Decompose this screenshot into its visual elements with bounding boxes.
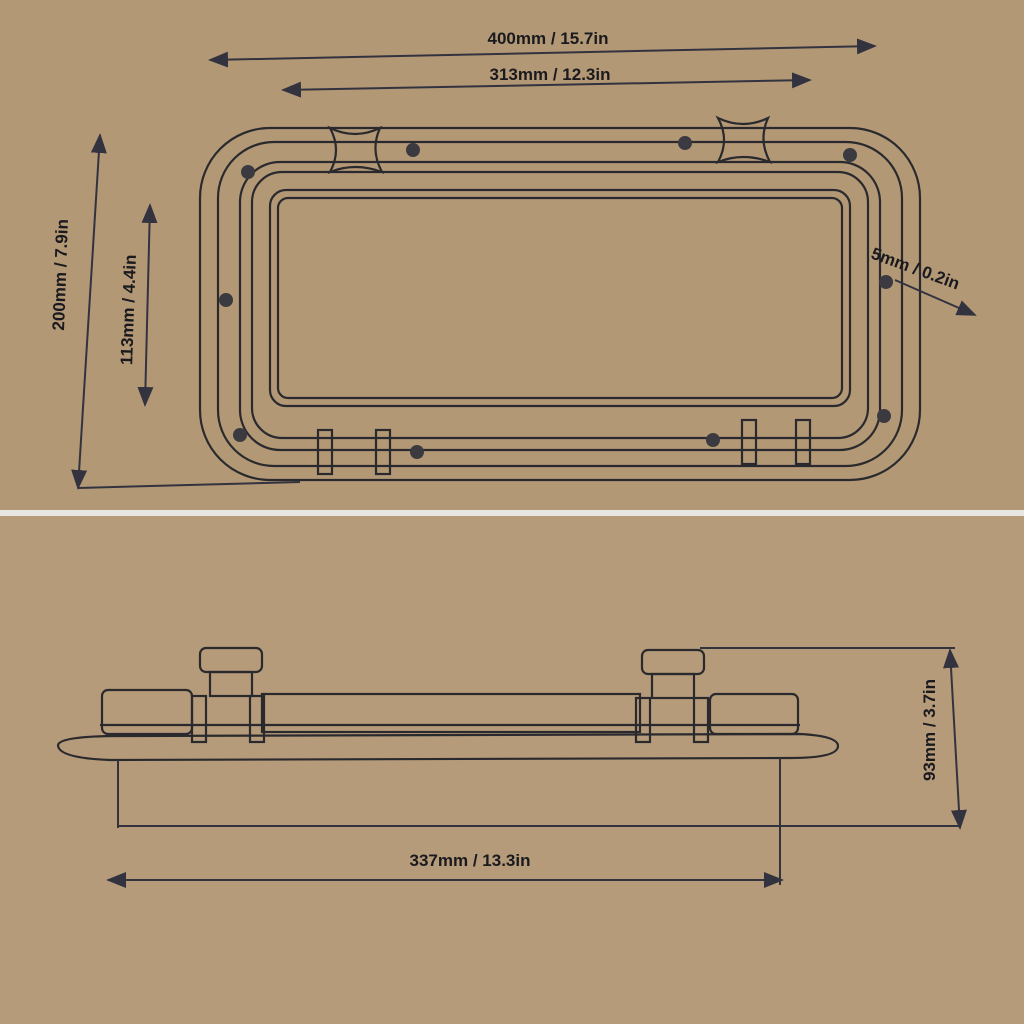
latch-knob-left (190, 646, 266, 744)
top-view: 400mm / 15.7in 313mm / 12.3in 200mm / 7.… (49, 29, 977, 490)
outer-frame (198, 126, 922, 482)
overall-height-label: 200mm / 7.9in (49, 219, 72, 331)
divider (0, 510, 1024, 516)
latch-handle-left (327, 125, 385, 175)
overall-width-label: 400mm / 15.7in (488, 29, 609, 48)
latch-handle-right (715, 115, 773, 165)
latch-knob-right (634, 648, 710, 744)
inner-height-label: 113mm / 4.4in (117, 254, 140, 365)
base-width-label: 337mm / 13.3in (410, 851, 531, 870)
window-glass (268, 188, 852, 408)
base-flange (56, 732, 840, 762)
height-label: 93mm / 3.7in (920, 679, 939, 781)
screws (219, 136, 893, 459)
inner-width-label: 313mm / 12.3in (490, 65, 611, 84)
bottom-panel-background (0, 516, 1024, 1024)
inner-frame (238, 160, 882, 452)
hinges (316, 418, 812, 476)
side-view: 337mm / 13.3in 93mm / 3.7in (56, 646, 967, 888)
